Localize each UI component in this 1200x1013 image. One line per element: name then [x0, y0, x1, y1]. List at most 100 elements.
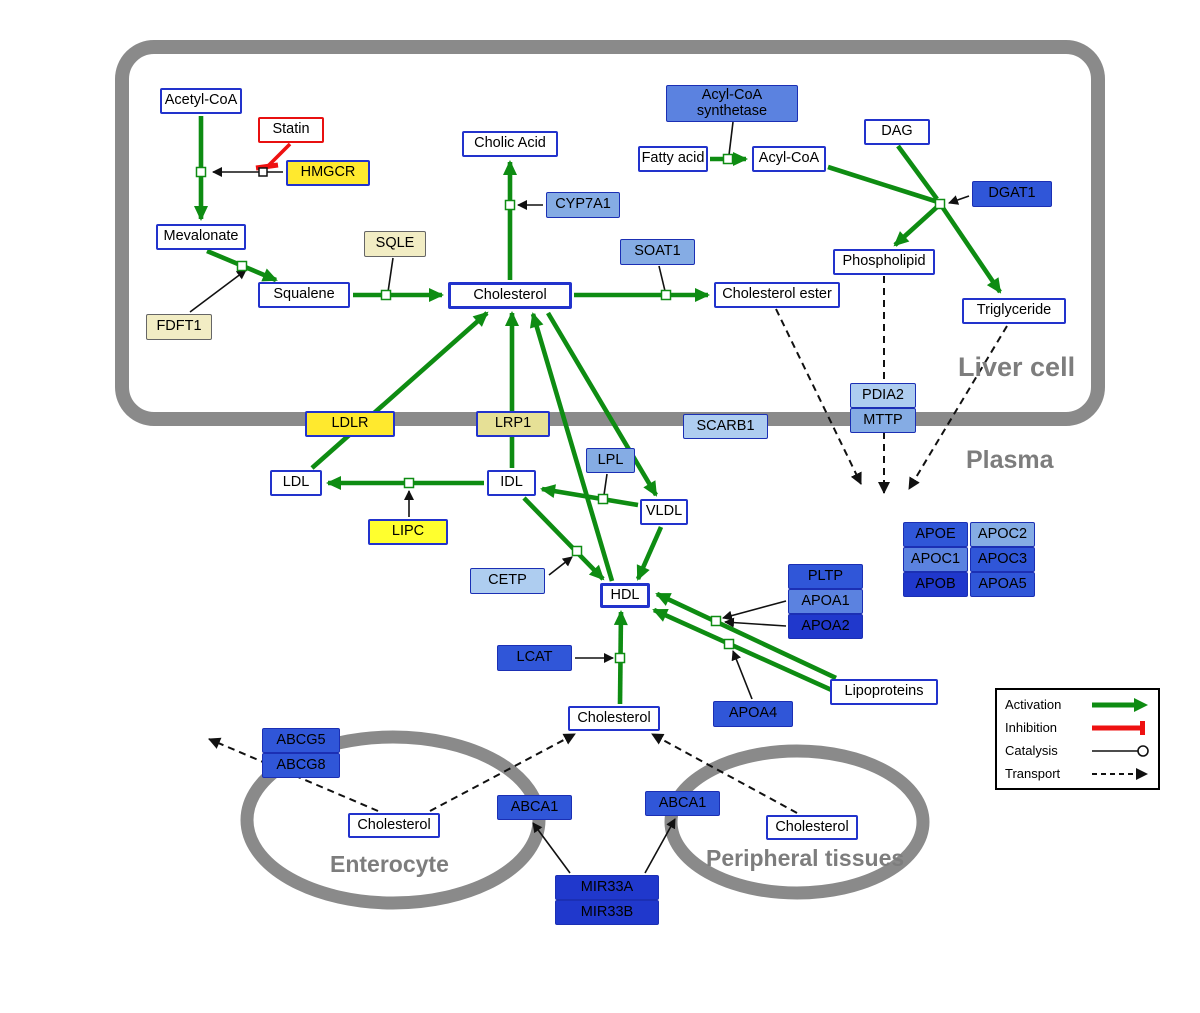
node-label: Cholesterol [357, 816, 431, 833]
node-vldl[interactable]: VLDL [640, 499, 688, 525]
node-cholesterol-peripheral[interactable]: Cholesterol [766, 815, 858, 840]
node-cholesterol-plasma[interactable]: Cholesterol [568, 706, 660, 731]
enterocyte-outline [240, 730, 546, 910]
node-label: DGAT1 [988, 185, 1036, 202]
node-label: Lipoproteins [844, 683, 924, 700]
edge-b-27 [948, 195, 970, 205]
edge-a-20 [652, 607, 837, 695]
node-acyl-coa-synthetase[interactable]: Acyl-CoA synthetase [666, 85, 798, 122]
node-lcat[interactable]: LCAT [497, 645, 572, 671]
node-squalene[interactable]: Squalene [258, 282, 350, 308]
node-label: HMGCR [300, 164, 356, 181]
node-pltp[interactable]: PLTP [788, 564, 863, 589]
edge-a-16 [522, 496, 605, 581]
node-apoc3[interactable]: APOC3 [970, 547, 1035, 572]
node-apoa1[interactable]: APOA1 [788, 589, 863, 614]
node-hdl[interactable]: HDL [600, 583, 650, 608]
node-ldlr[interactable]: LDLR [305, 411, 395, 437]
node-hmgcr[interactable]: HMGCR [286, 160, 370, 186]
node-cetp[interactable]: CETP [470, 568, 545, 594]
node-label: ABCA1 [510, 798, 559, 815]
node-abca1-right[interactable]: ABCA1 [645, 791, 720, 816]
node-label: MIR33B [580, 903, 634, 920]
edge-b-23 [387, 257, 394, 293]
legend-row-catalysis: Catalysis [997, 743, 1158, 759]
node-abcg8[interactable]: ABCG8 [262, 753, 340, 778]
node-acyl-coa[interactable]: Acyl-CoA [752, 146, 826, 172]
node-label: HDL [610, 586, 640, 603]
junction-node [614, 652, 626, 664]
node-label: ABCG5 [276, 731, 326, 748]
legend-transport-label: Transport [1005, 766, 1061, 781]
node-mevalonate[interactable]: Mevalonate [156, 224, 246, 250]
legend: Activation Inhibition Catalysis Transpor… [995, 688, 1160, 790]
node-mir33a[interactable]: MIR33A [555, 875, 659, 900]
node-label: LIPC [391, 523, 425, 540]
node-apoe[interactable]: APOE [903, 522, 968, 547]
node-phospholipid[interactable]: Phospholipid [833, 249, 935, 275]
node-apob[interactable]: APOB [903, 572, 968, 597]
liver-cell-label: Liver cell [958, 352, 1076, 382]
edge-a-9 [893, 205, 939, 247]
node-mttp[interactable]: MTTP [850, 408, 916, 433]
node-scarb1[interactable]: SCARB1 [683, 414, 768, 439]
node-fatty-acid[interactable]: Fatty acid [638, 146, 708, 172]
edge-t-43 [429, 733, 576, 812]
node-sqle[interactable]: SQLE [364, 231, 426, 257]
edge-a-12 [529, 312, 615, 582]
node-label: LPL [597, 451, 624, 468]
junction-node [723, 638, 735, 650]
node-label: SQLE [375, 235, 415, 252]
node-label: Acetyl-CoA [164, 92, 238, 109]
node-lipoproteins[interactable]: Lipoproteins [830, 679, 938, 705]
edge-t-42 [208, 737, 379, 812]
node-idl[interactable]: IDL [487, 470, 536, 496]
junction-node [934, 198, 946, 210]
catalysis-circle-icon [1092, 744, 1149, 757]
node-cyp7a1[interactable]: CYP7A1 [546, 192, 620, 218]
node-label: Acyl-CoA [758, 150, 820, 167]
node-triglyceride[interactable]: Triglyceride [962, 298, 1066, 324]
junction-node [710, 615, 722, 627]
node-lrp1[interactable]: LRP1 [476, 411, 550, 437]
node-label: SCARB1 [696, 417, 755, 434]
node-label: CYP7A1 [555, 196, 611, 213]
node-apoa5[interactable]: APOA5 [970, 572, 1035, 597]
node-apoc2[interactable]: APOC2 [970, 522, 1035, 547]
node-apoa4[interactable]: APOA4 [713, 701, 793, 727]
edge-a-13 [546, 311, 658, 497]
edge-a-19 [655, 591, 837, 681]
plasma-label: Plasma [966, 446, 1054, 474]
node-pdia2[interactable]: PDIA2 [850, 383, 916, 408]
node-lpl[interactable]: LPL [586, 448, 635, 473]
node-dag[interactable]: DAG [864, 119, 930, 145]
transport-dashed-arrow-icon [1092, 767, 1148, 780]
node-label: Fatty acid [641, 150, 705, 167]
node-label: PLTP [807, 567, 844, 584]
node-acetyl-coa[interactable]: Acetyl-CoA [160, 88, 242, 114]
node-apoa2[interactable]: APOA2 [788, 614, 863, 639]
node-lipc[interactable]: LIPC [368, 519, 448, 545]
enterocyte-label: Enterocyte [330, 851, 449, 877]
node-fdft1[interactable]: FDFT1 [146, 314, 212, 340]
node-abca1-center[interactable]: ABCA1 [497, 795, 572, 820]
node-cholic-acid[interactable]: Cholic Acid [462, 131, 558, 157]
node-cholesterol-enterocyte[interactable]: Cholesterol [348, 813, 440, 838]
node-label: APOC2 [977, 525, 1028, 542]
node-statin[interactable]: Statin [258, 117, 324, 143]
junction-node [597, 493, 609, 505]
node-label: Cholesterol [775, 818, 849, 835]
node-label: VLDL [645, 503, 683, 520]
edge-t-39 [775, 308, 862, 485]
node-mir33b[interactable]: MIR33B [555, 900, 659, 925]
node-dgat1[interactable]: DGAT1 [972, 181, 1052, 207]
node-abcg5[interactable]: ABCG5 [262, 728, 340, 753]
node-apoc1[interactable]: APOC1 [903, 547, 968, 572]
node-label: APOA5 [978, 575, 1027, 592]
node-cholesterol-liver[interactable]: Cholesterol [448, 282, 572, 309]
node-cholesterol-ester[interactable]: Cholesterol ester [714, 282, 840, 308]
edge-b-30 [548, 556, 573, 576]
node-soat1[interactable]: SOAT1 [620, 239, 695, 265]
node-ldl[interactable]: LDL [270, 470, 322, 496]
